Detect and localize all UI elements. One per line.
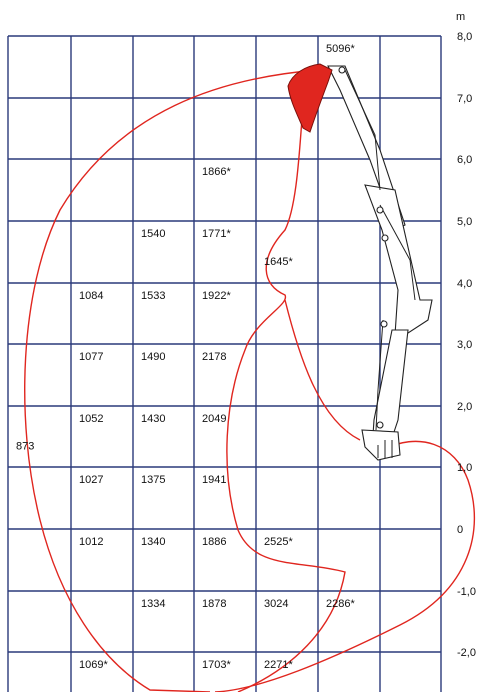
capacity-cell: 2049 bbox=[202, 413, 226, 425]
y-axis-label: -1,0 bbox=[457, 586, 476, 598]
arm-tip-curve bbox=[284, 299, 361, 441]
capacity-cell: 873 bbox=[16, 441, 34, 453]
capacity-cell: 1922* bbox=[202, 290, 231, 302]
capacity-cell: 1375 bbox=[141, 474, 165, 486]
capacity-cell: 1027 bbox=[79, 474, 103, 486]
capacity-cell: 1703* bbox=[202, 659, 231, 671]
capacity-cell: 1645* bbox=[264, 256, 293, 268]
capacity-cell: 1084 bbox=[79, 290, 103, 302]
capacity-cell: 2525* bbox=[264, 536, 293, 548]
y-axis-label: 8,0 bbox=[457, 31, 472, 43]
inner-reach-curve bbox=[226, 89, 346, 692]
capacity-cell: 1340 bbox=[141, 536, 165, 548]
capacity-cell: 1077 bbox=[79, 351, 103, 363]
capacity-cell: 1490 bbox=[141, 351, 165, 363]
y-axis-label: 5,0 bbox=[457, 216, 472, 228]
y-axis-label: 6,0 bbox=[457, 154, 472, 166]
digging-reach-curve bbox=[214, 440, 475, 692]
unit-label: m bbox=[456, 11, 465, 23]
capacity-cell: 2178 bbox=[202, 351, 226, 363]
capacity-cell: 1540 bbox=[141, 228, 165, 240]
y-axis-label: 7,0 bbox=[457, 93, 472, 105]
y-axis-labels: 8,0 7,0 6,0 5,0 4,0 3,0 2,0 1,0 0 -1,0 -2,0 bbox=[457, 31, 476, 659]
capacity-cell: 1052 bbox=[79, 413, 103, 425]
capacity-cell: 1941 bbox=[202, 474, 226, 486]
y-axis-label: -2,0 bbox=[457, 647, 476, 659]
capacity-cell: 1886 bbox=[202, 536, 226, 548]
excavator-arm bbox=[327, 65, 433, 461]
lower-bucket-icon bbox=[361, 429, 401, 461]
y-axis-label: 0 bbox=[457, 524, 463, 536]
y-axis-label: 4,0 bbox=[457, 278, 472, 290]
y-axis-label: 1,0 bbox=[457, 462, 472, 474]
capacity-cell: 1533 bbox=[141, 290, 165, 302]
raised-bucket-icon bbox=[287, 63, 333, 133]
capacity-cell: 1012 bbox=[79, 536, 103, 548]
outer-reach-curve bbox=[24, 69, 319, 692]
y-axis-label: 3,0 bbox=[457, 339, 472, 351]
capacity-cell: 3024 bbox=[264, 598, 288, 610]
capacity-cell: 1878 bbox=[202, 598, 226, 610]
capacity-cell: 5096* bbox=[326, 43, 355, 55]
capacity-values: 5096* 1866* 1540 1771* 1645* 1084 1533 1922* 107… bbox=[16, 43, 355, 671]
y-axis-label: 2,0 bbox=[457, 401, 472, 413]
capacity-cell: 1334 bbox=[141, 598, 165, 610]
capacity-cell: 1069* bbox=[79, 659, 108, 671]
capacity-cell: 2286* bbox=[326, 598, 355, 610]
capacity-cell: 1430 bbox=[141, 413, 165, 425]
capacity-cell: 1866* bbox=[202, 166, 231, 178]
capacity-cell: 1771* bbox=[202, 228, 231, 240]
capacity-cell: 2271* bbox=[264, 659, 293, 671]
grid bbox=[7, 35, 442, 692]
